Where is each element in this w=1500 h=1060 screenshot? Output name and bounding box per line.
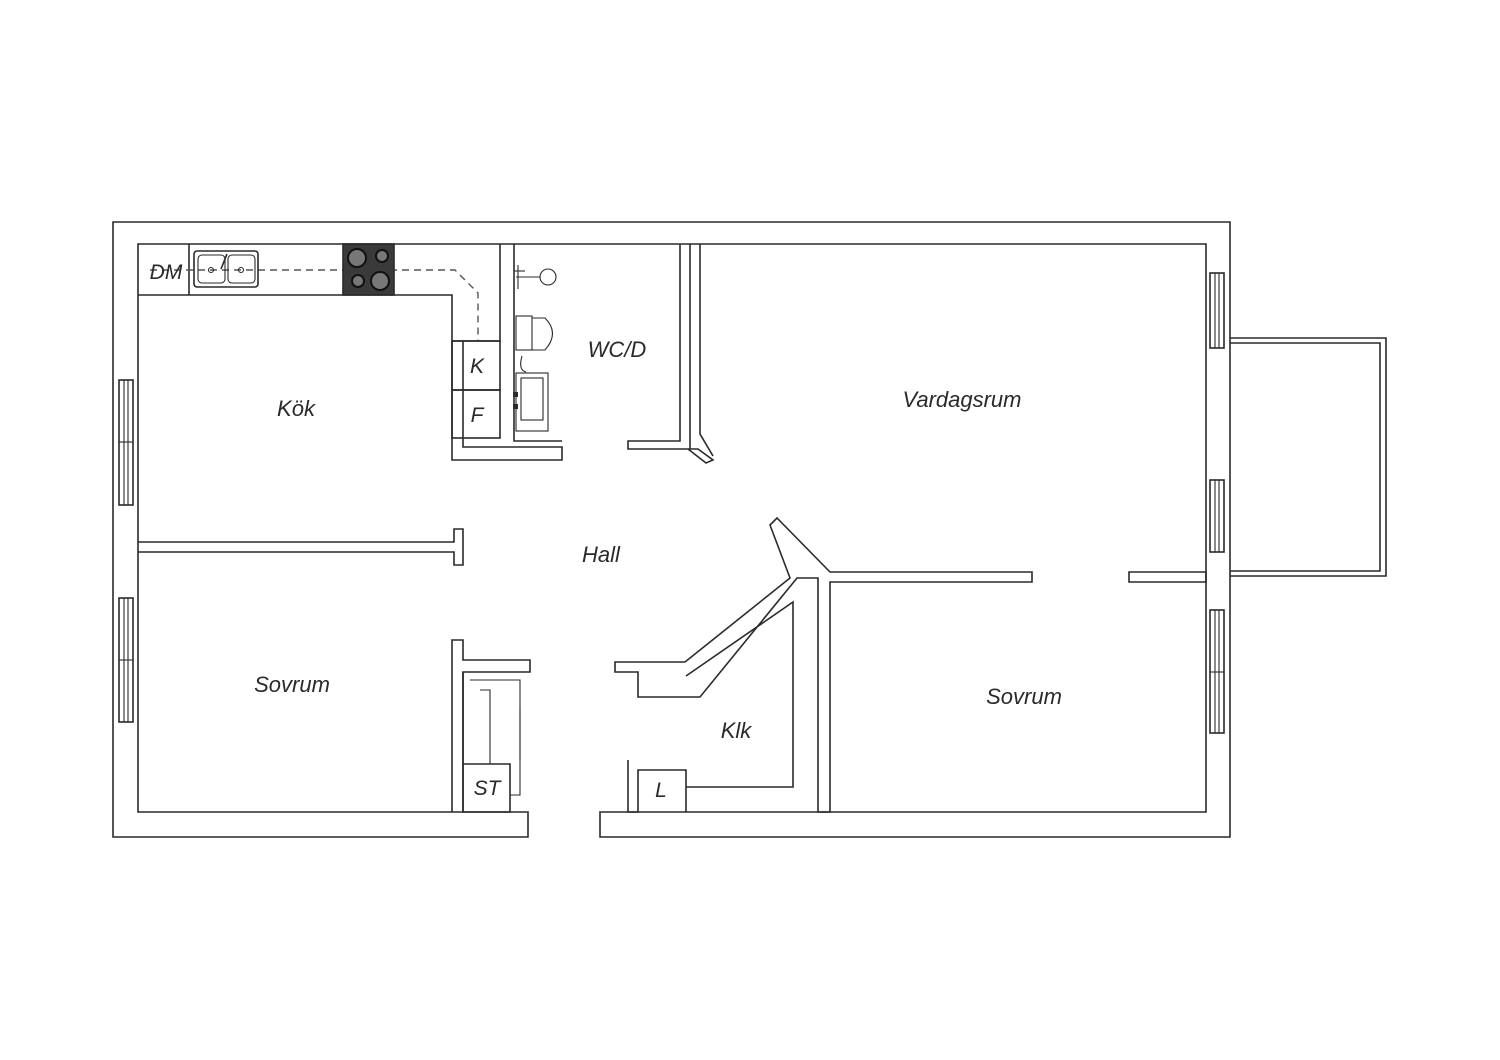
windows [118,272,1225,734]
balcony [1230,337,1387,577]
room-label-bedroom-left: Sovrum [254,672,330,697]
fixture-label-storage: ST [474,777,503,800]
storage-cabinet [462,672,521,813]
interior-walls [138,244,1207,813]
outer-walls [112,221,1231,838]
room-label-wc: WC/D [588,337,647,362]
stove-icon [342,243,395,296]
washbasin-icon [513,355,549,432]
room-label-bedroom-right: Sovrum [986,684,1062,709]
fixture-label-freezer: F [471,404,485,427]
fixture-label-dishwasher: DM [150,261,183,284]
freezer-box [451,389,501,439]
room-label-hall: Hall [582,542,621,567]
kitchen-sink-icon [193,250,259,288]
room-label-closet: Klk [721,718,753,743]
fixture-label-linen: L [655,779,667,802]
washing-machine-icon [514,265,557,289]
fixture-label-fridge: K [470,355,485,378]
toilet-icon [515,315,554,351]
room-label-kitchen: Kök [277,396,316,421]
room-label-living: Vardagsrum [902,387,1021,412]
kitchen-counter [138,244,501,439]
